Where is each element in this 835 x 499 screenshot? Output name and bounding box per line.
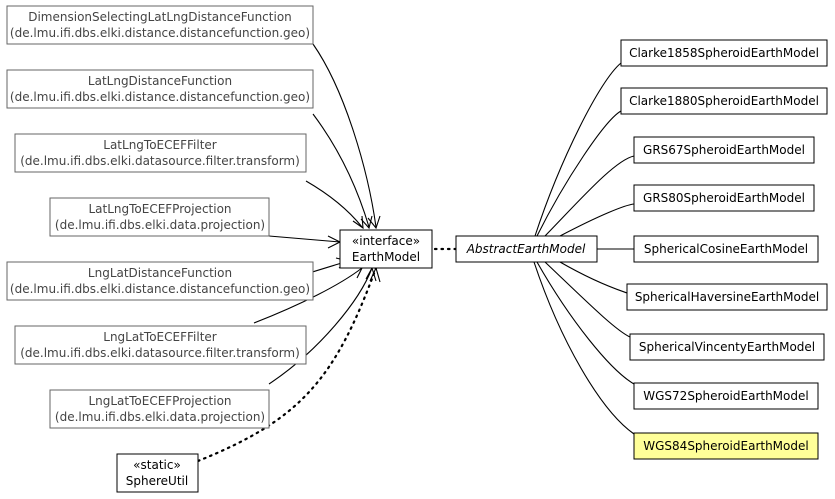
node-stereotype: «static» xyxy=(133,458,181,472)
edge-latlngdist-to-earthmodel xyxy=(312,113,370,228)
node-title: SphericalVincentyEarthModel xyxy=(639,340,815,354)
node-package: (de.lmu.ifi.dbs.elki.datasource.filter.t… xyxy=(20,154,300,168)
node-latlngproj[interactable]: LatLngToECEFProjection (de.lmu.ifi.dbs.e… xyxy=(49,197,270,237)
node-sphhav[interactable]: SphericalHaversineEarthModel xyxy=(626,283,828,311)
node-title: Clarke1880SpheroidEarthModel xyxy=(629,94,819,108)
node-title: DimensionSelectingLatLngDistanceFunction xyxy=(28,10,292,24)
node-package: (de.lmu.ifi.dbs.elki.distance.distancefu… xyxy=(10,282,310,296)
node-earthmodel[interactable]: «interface» EarthModel xyxy=(339,229,433,269)
edge-abstract-sphhav xyxy=(559,261,628,294)
arrowhead-latlngdist xyxy=(360,215,373,230)
edge-abstract-grs67 xyxy=(544,155,635,237)
node-package: (de.lmu.ifi.dbs.elki.distance.distancefu… xyxy=(10,90,310,104)
node-wgs72[interactable]: WGS72SpheroidEarthModel xyxy=(633,382,819,410)
node-title: LatLngDistanceFunction xyxy=(88,74,232,88)
node-lnglatfilter[interactable]: LngLatToECEFFilter (de.lmu.ifi.dbs.elki.… xyxy=(14,325,307,365)
node-abstract[interactable]: AbstractEarthModel xyxy=(455,235,598,263)
node-title: GRS80SpheroidEarthModel xyxy=(643,191,805,205)
node-title: LatLngToECEFFilter xyxy=(103,138,217,152)
node-grs80[interactable]: GRS80SpheroidEarthModel xyxy=(633,184,815,212)
node-title: WGS72SpheroidEarthModel xyxy=(643,389,808,403)
node-title: LngLatToECEFFilter xyxy=(103,330,217,344)
node-sphereutil[interactable]: «static» SphereUtil xyxy=(116,453,199,493)
node-clarke1858[interactable]: Clarke1858SpheroidEarthModel xyxy=(620,39,828,67)
edge-abstract-wgs72 xyxy=(536,261,635,385)
edge-abstract-clarke1880 xyxy=(536,110,622,237)
edge-latlngproj-to-earthmodel xyxy=(268,235,341,243)
node-clarke1880[interactable]: Clarke1880SpheroidEarthModel xyxy=(620,87,828,115)
edge-abstract-grs80 xyxy=(559,203,635,237)
node-title: SphereUtil xyxy=(126,474,188,488)
arrowhead-latlngfilter xyxy=(352,215,364,230)
node-title: WGS84SpheroidEarthModel xyxy=(643,439,808,453)
node-title: LatLngToECEFProjection xyxy=(88,202,231,216)
node-title: LngLatToECEFProjection xyxy=(88,394,231,408)
node-dimselect[interactable]: DimensionSelectingLatLngDistanceFunction… xyxy=(6,5,314,45)
edges xyxy=(196,43,635,463)
edge-latlngfilter-to-earthmodel xyxy=(305,180,363,228)
node-title: LngLatDistanceFunction xyxy=(88,266,232,280)
node-lnglatproj[interactable]: LngLatToECEFProjection (de.lmu.ifi.dbs.e… xyxy=(49,389,270,429)
node-latlngfilter[interactable]: LatLngToECEFFilter (de.lmu.ifi.dbs.elki.… xyxy=(14,133,307,173)
node-lnglatdist[interactable]: LngLatDistanceFunction (de.lmu.ifi.dbs.e… xyxy=(6,261,314,301)
node-title: Clarke1858SpheroidEarthModel xyxy=(629,46,819,60)
node-stereotype: «interface» xyxy=(352,234,420,248)
node-grs67[interactable]: GRS67SpheroidEarthModel xyxy=(633,136,815,164)
node-package: (de.lmu.ifi.dbs.elki.data.projection) xyxy=(55,218,265,232)
node-sphcos[interactable]: SphericalCosineEarthModel xyxy=(633,235,819,263)
edge-dimselect-to-earthmodel xyxy=(312,43,377,228)
node-package: (de.lmu.ifi.dbs.elki.data.projection) xyxy=(55,410,265,424)
edge-lnglatproj-to-earthmodel xyxy=(268,267,373,385)
node-sphvin[interactable]: SphericalVincentyEarthModel xyxy=(629,333,825,361)
node-title: AbstractEarthModel xyxy=(466,242,586,256)
node-package: (de.lmu.ifi.dbs.elki.datasource.filter.t… xyxy=(20,346,300,360)
node-title: EarthModel xyxy=(352,250,420,264)
node-package: (de.lmu.ifi.dbs.elki.distance.distancefu… xyxy=(10,26,310,40)
edge-abstract-sphvin xyxy=(544,261,631,338)
node-title: SphericalCosineEarthModel xyxy=(644,242,808,256)
edge-sphereutil-to-earthmodel xyxy=(196,266,378,463)
edge-abstract-wgs84 xyxy=(533,261,635,435)
node-title: SphericalHaversineEarthModel xyxy=(635,290,819,304)
node-wgs84[interactable]: WGS84SpheroidEarthModel xyxy=(633,432,819,460)
edge-lnglatfilter-to-earthmodel xyxy=(253,267,363,324)
edge-abstract-clarke1858 xyxy=(534,62,622,237)
node-latlngdist[interactable]: LatLngDistanceFunction (de.lmu.ifi.dbs.e… xyxy=(6,69,314,109)
node-title: GRS67SpheroidEarthModel xyxy=(643,143,805,157)
